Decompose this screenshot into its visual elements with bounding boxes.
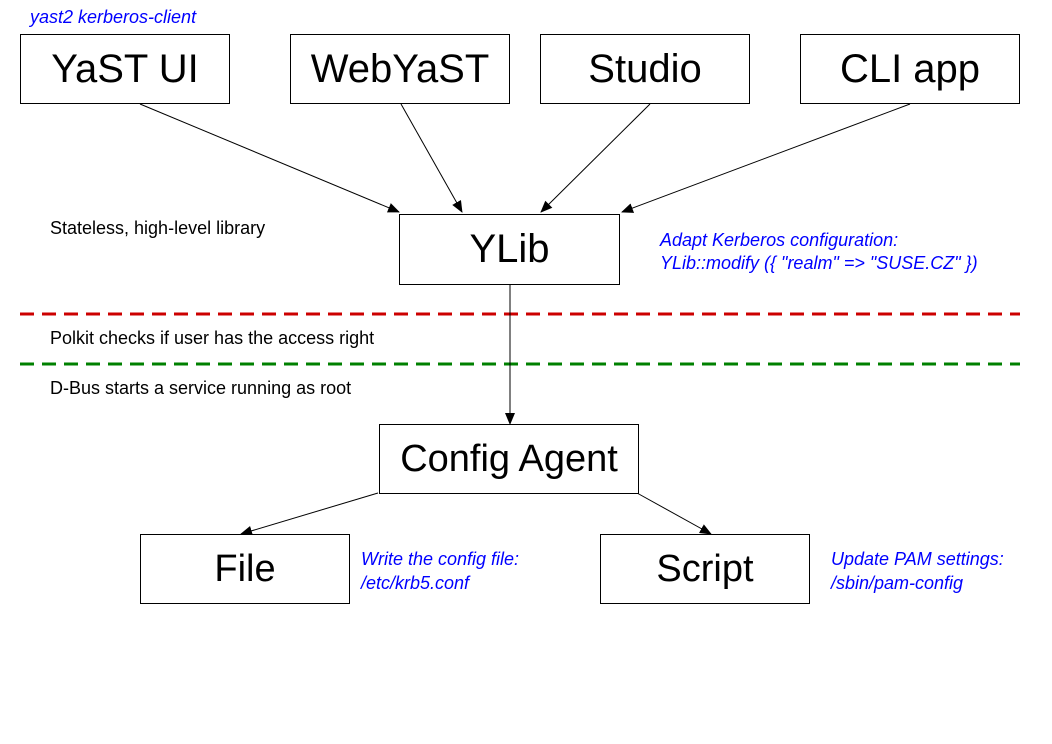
arrow-configagent-to-file xyxy=(240,492,379,536)
diagram-title: yast2 kerberos-client xyxy=(30,7,197,27)
script-box: Script xyxy=(600,534,810,604)
arrow-yastui-to-ylib xyxy=(139,103,400,213)
arrow-configagent-to-script xyxy=(636,492,712,535)
yast-ui-box: YaST UI xyxy=(20,34,230,104)
ylib-description: Stateless, high-level library xyxy=(50,218,266,238)
file-box: File xyxy=(140,534,350,604)
dbus-boundary-label: D-Bus starts a service running as root xyxy=(50,378,352,398)
studio-box: Studio xyxy=(540,34,750,104)
webyast-box: WebYaST xyxy=(290,34,510,104)
script-note-line1: Update PAM settings: xyxy=(831,549,1004,569)
file-note-line1: Write the config file: xyxy=(361,549,520,569)
arrow-studio-to-ylib xyxy=(540,103,651,213)
arrow-cliapp-to-ylib xyxy=(621,103,911,213)
cli-app-box: CLI app xyxy=(800,34,1020,104)
ylib-box: YLib xyxy=(399,214,620,285)
config-agent-box: Config Agent xyxy=(379,424,639,494)
file-note-line2: /etc/krb5.conf xyxy=(361,573,470,593)
ylib-example-line1: Adapt Kerberos configuration: xyxy=(660,230,899,250)
polkit-boundary-label: Polkit checks if user has the access rig… xyxy=(50,328,375,348)
arrow-webyast-to-ylib xyxy=(400,103,463,213)
script-note-line2: /sbin/pam-config xyxy=(831,573,964,593)
ylib-example-line2: YLib::modify ({ "realm" => "SUSE.CZ" }) xyxy=(660,253,978,273)
